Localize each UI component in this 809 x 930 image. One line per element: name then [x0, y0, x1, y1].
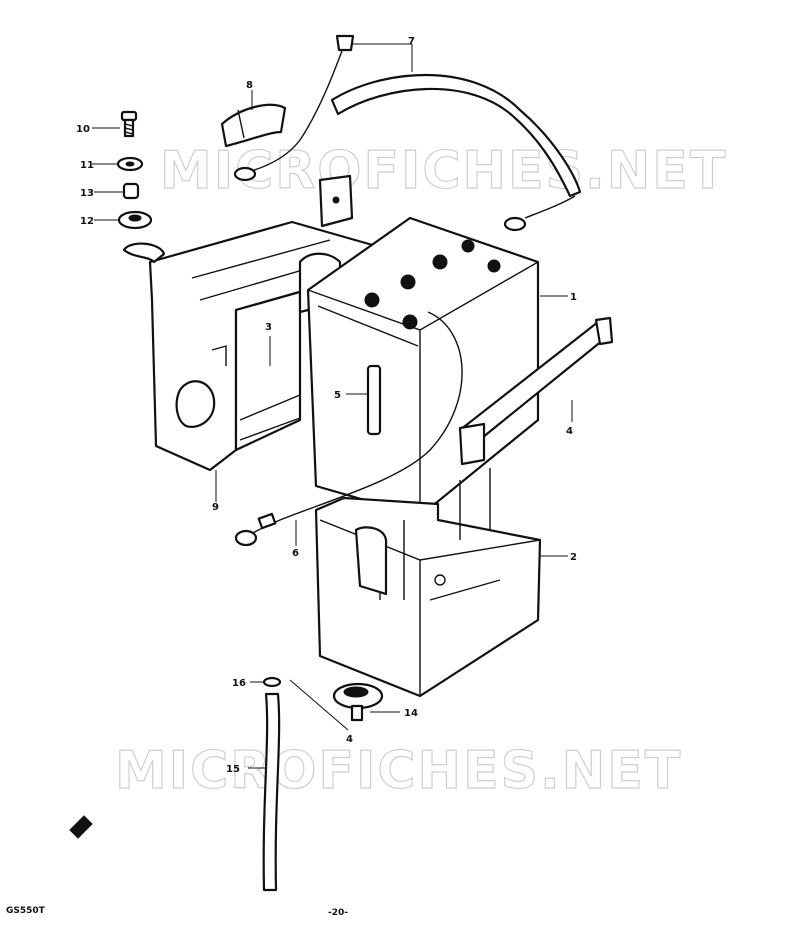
washer — [116, 156, 144, 172]
cushion — [117, 210, 153, 230]
callout-4-lower: 4 — [346, 734, 353, 745]
callout-8: 8 — [246, 80, 253, 91]
callout-4: 4 — [566, 426, 573, 437]
bolt — [120, 110, 138, 138]
battery-cable-positive — [233, 34, 582, 232]
callout-5: 5 — [334, 390, 341, 401]
tag-mark — [69, 815, 93, 839]
callout-15: 15 — [226, 764, 240, 775]
leader-lines — [92, 43, 573, 769]
callout-6: 6 — [292, 548, 299, 559]
callout-14: 14 — [404, 708, 418, 719]
drain-hose — [262, 692, 281, 892]
callout-12: 12 — [80, 216, 94, 227]
breather-fitting — [332, 682, 384, 722]
callout-labels: 1 2 3 4 5 6 7 8 9 10 11 13 12 14 15 16 4 — [76, 36, 577, 775]
callout-1: 1 — [570, 292, 577, 303]
watermark-bottom: MICROFICHES.NET — [115, 741, 682, 801]
callout-7: 7 — [408, 36, 415, 47]
callout-13: 13 — [80, 188, 94, 199]
model-code: GS550T — [6, 906, 45, 916]
battery-band — [458, 316, 614, 466]
terminal-cover — [220, 103, 287, 148]
callout-10: 10 — [76, 124, 90, 135]
battery-cable-negative — [234, 311, 463, 547]
battery-case — [314, 468, 542, 698]
callout-2: 2 — [570, 552, 577, 563]
callout-16: 16 — [232, 678, 246, 689]
callout-11: 11 — [80, 160, 94, 171]
hose-clamp — [262, 676, 282, 688]
battery-cell-caps — [364, 239, 501, 330]
callout-3: 3 — [265, 322, 272, 333]
page-number: -20- — [328, 908, 348, 918]
spacer — [122, 182, 140, 200]
callout-9: 9 — [212, 502, 219, 513]
breather-pipe — [366, 364, 382, 436]
